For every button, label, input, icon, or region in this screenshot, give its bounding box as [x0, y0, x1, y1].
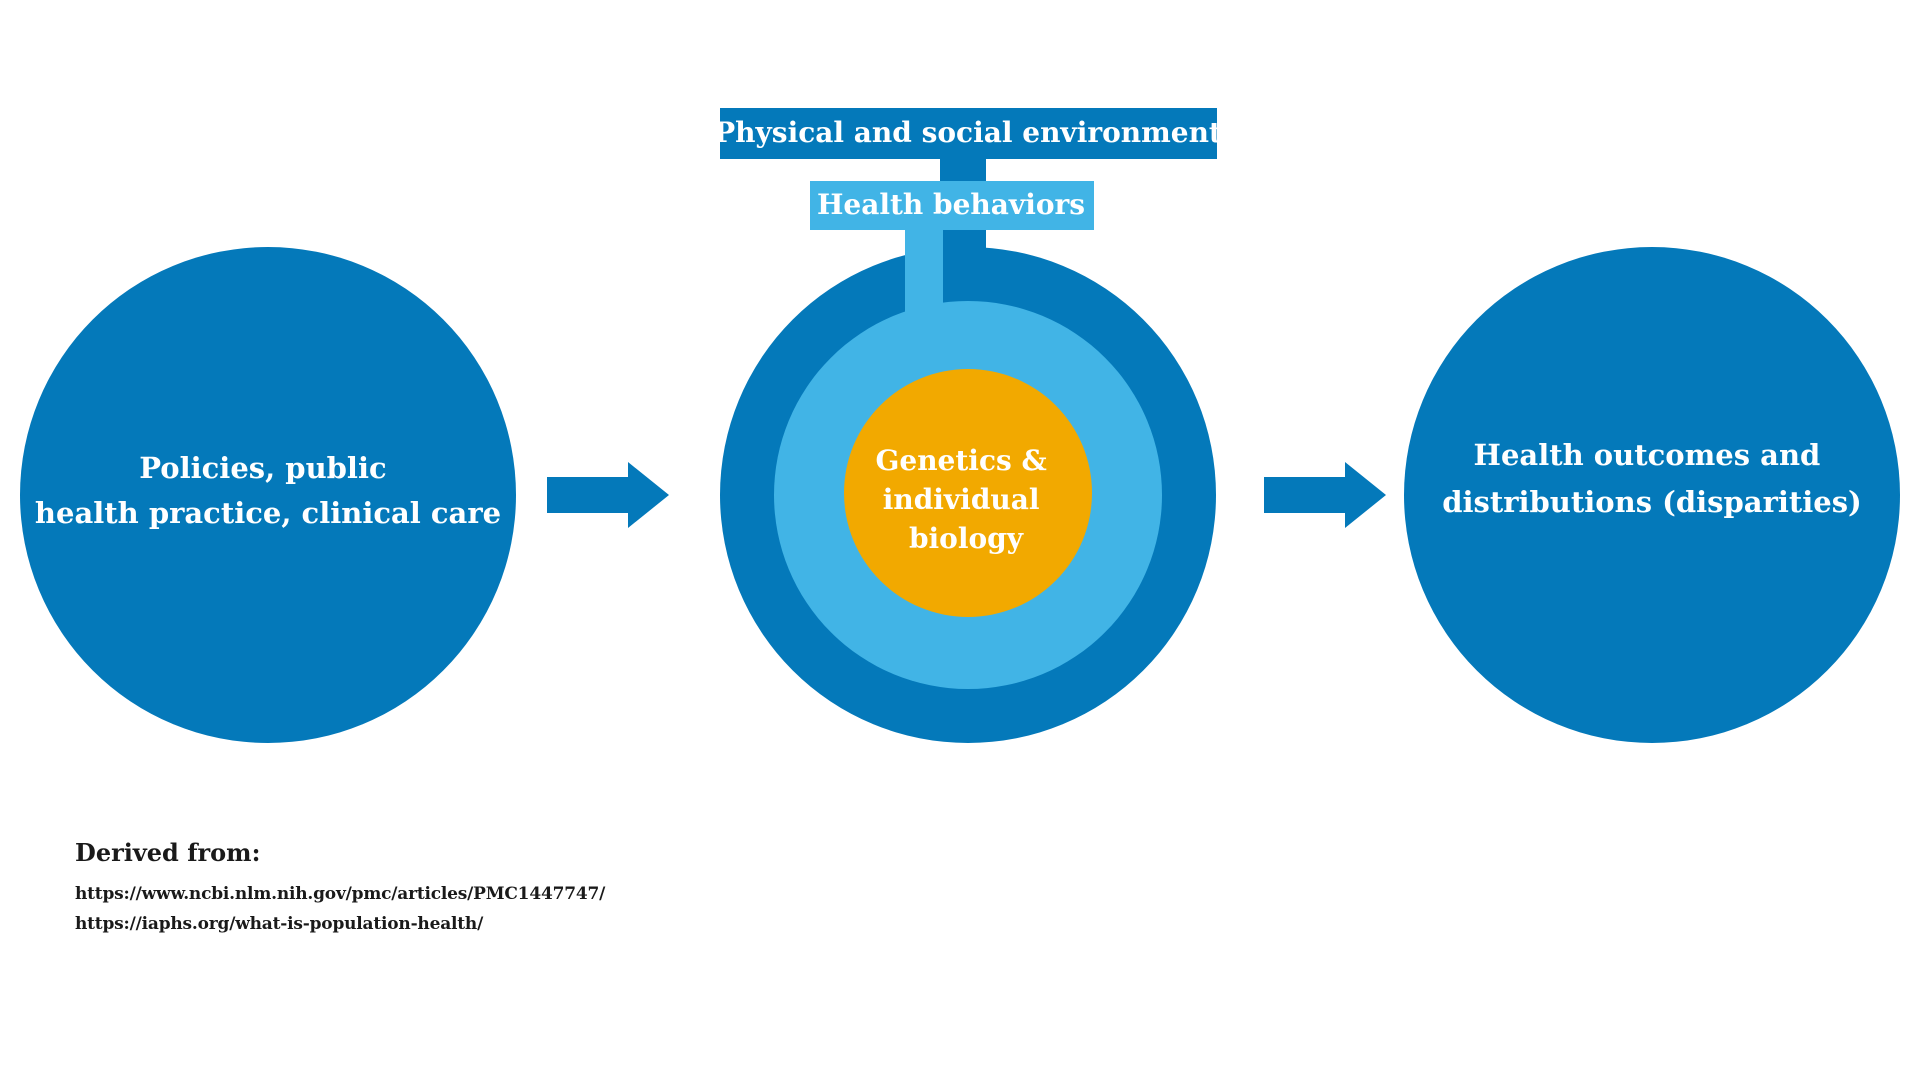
- middle-connector: [905, 220, 943, 320]
- source-link-iaphs[interactable]: https://iaphs.org/what-is-population-hea…: [75, 914, 484, 934]
- core-label: Genetics & individual biology: [875, 444, 1056, 555]
- left-circle: [20, 247, 516, 743]
- outer-label-text: Physical and social environment: [714, 116, 1222, 149]
- source-citation: Derived from: https://www.ncbi.nlm.nih.g…: [75, 838, 605, 939]
- outer-label-box: [720, 108, 1217, 159]
- middle-label-text: Health behaviors: [817, 188, 1085, 221]
- arrow-right-icon: [547, 462, 669, 528]
- right-circle-label: Health outcomes and distributions (dispa…: [1442, 438, 1862, 519]
- source-link-ncbi[interactable]: https://www.ncbi.nlm.nih.gov/pmc/article…: [75, 884, 606, 904]
- right-circle-line-1: Health outcomes and: [1474, 438, 1821, 472]
- core-line-1: Genetics &: [875, 444, 1046, 477]
- core-line-2: individual: [883, 483, 1040, 516]
- source-title: Derived from:: [75, 838, 261, 867]
- right-circle-line-2: distributions (disparities): [1442, 485, 1862, 519]
- middle-label-box: [810, 181, 1094, 230]
- left-circle-label: Policies, public health practice, clinic…: [35, 451, 501, 530]
- core-line-3: biology: [909, 522, 1024, 555]
- left-circle-line-1: Policies, public: [139, 451, 386, 485]
- left-circle-line-2: health practice, clinical care: [35, 496, 501, 530]
- arrow-right-icon: [1264, 462, 1386, 528]
- core-circle-genetics: [844, 369, 1092, 617]
- right-circle: [1404, 247, 1900, 743]
